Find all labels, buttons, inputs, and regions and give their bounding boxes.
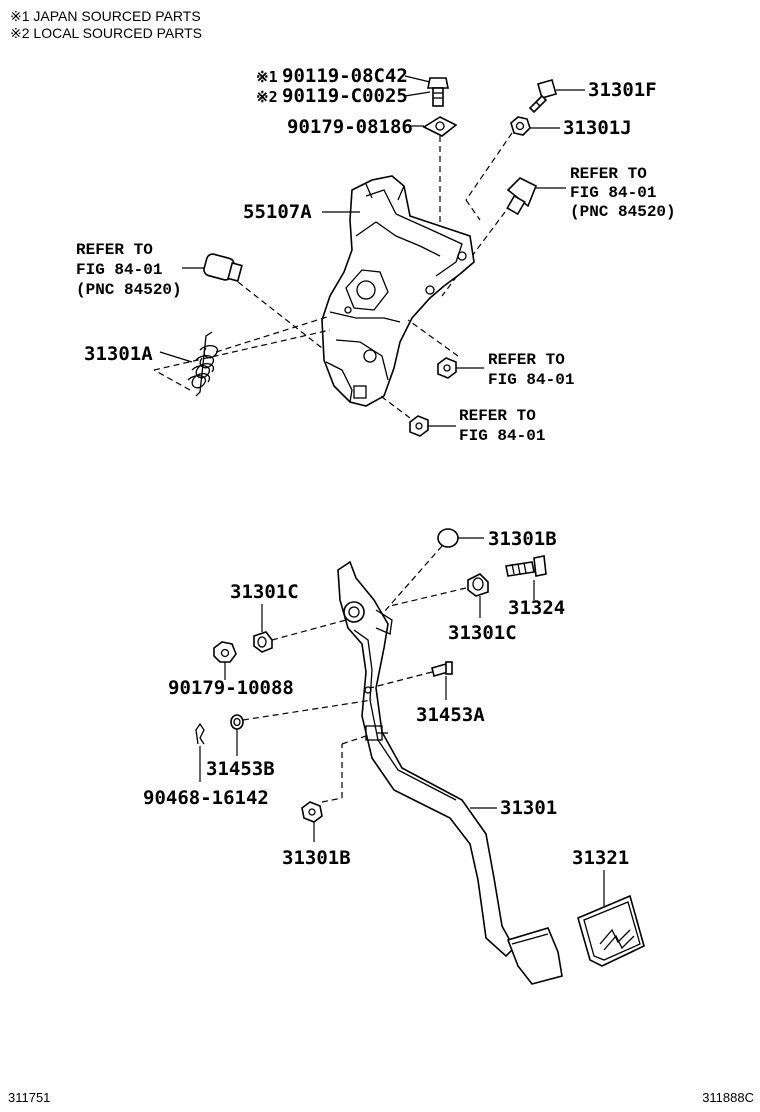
legend-note-japan: ※1 JAPAN SOURCED PARTS xyxy=(10,8,201,24)
bushing-right-drawing xyxy=(467,573,489,597)
refer-switch-left-line2: FIG 84-01 xyxy=(76,261,162,279)
label-bolt-japan-mark: ※1 xyxy=(256,68,278,86)
footer-right-code: 311888C xyxy=(702,1090,754,1105)
label-pedal-arm: 31301 xyxy=(500,797,557,819)
pin-31453a-drawing xyxy=(431,661,453,677)
label-spring: 31301A xyxy=(84,343,153,365)
label-pin-b: 31453B xyxy=(206,758,275,780)
dashed-nut-j-b xyxy=(465,199,481,221)
nut-refer-upper-drawing xyxy=(437,357,457,379)
nut-31301j-drawing xyxy=(510,116,531,136)
label-clip: 90468-16142 xyxy=(143,787,269,809)
dashed-spring-b xyxy=(153,369,191,391)
nut-plate-drawing xyxy=(422,116,458,137)
label-nut-j: 31301J xyxy=(563,117,632,139)
label-pedal-pad: 31321 xyxy=(572,847,629,869)
label-cushion-top: 31301B xyxy=(488,528,557,550)
dashed-cushion-bottom-c xyxy=(341,735,367,745)
label-nut-plate: 90179-08186 xyxy=(287,116,413,138)
bolt-90119-drawing xyxy=(427,77,449,107)
label-bolt-f: 31301F xyxy=(588,79,657,101)
leader-spring xyxy=(159,351,193,363)
dashed-spring-c xyxy=(153,329,331,371)
bolt-31324-drawing xyxy=(505,555,547,577)
label-cushion-bottom: 31301B xyxy=(282,847,351,869)
cushion-bottom-drawing xyxy=(301,801,323,823)
switch-left-drawing xyxy=(203,253,243,283)
footer-left-code: 311751 xyxy=(8,1090,51,1105)
clip-drawing xyxy=(195,722,205,745)
refer-switch-right-line2: FIG 84-01 xyxy=(570,184,656,202)
refer-switch-left-line1: REFER TO xyxy=(76,241,153,259)
label-pin-a: 31453A xyxy=(416,704,485,726)
refer-nut-lower-line1: REFER TO xyxy=(459,407,536,425)
leader-bolt-local xyxy=(404,91,431,97)
dashed-nut-refer-upper xyxy=(407,319,459,357)
pedal-pad-31321-drawing xyxy=(577,894,645,967)
dashed-cushion-top xyxy=(383,545,443,613)
label-bracket: 55107A xyxy=(243,201,312,223)
dashed-bushing-right xyxy=(389,587,467,607)
dashed-nut-refer-lower xyxy=(377,393,411,419)
nut-refer-lower-drawing xyxy=(409,415,429,437)
nut-90179-10088-drawing xyxy=(213,641,237,663)
legend-note-local: ※2 LOCAL SOURCED PARTS xyxy=(10,25,202,41)
leader-bolt-japan xyxy=(404,75,431,83)
label-bolt-31324: 31324 xyxy=(508,597,565,619)
dashed-bushing-left xyxy=(271,619,347,641)
refer-switch-left-line3: (PNC 84520) xyxy=(76,281,182,299)
cushion-top-drawing xyxy=(437,528,459,548)
bushing-left-drawing xyxy=(253,631,273,653)
spring-31301a-drawing xyxy=(187,331,219,397)
label-bushing-right: 31301C xyxy=(448,622,517,644)
refer-nut-upper-line1: REFER TO xyxy=(488,351,565,369)
refer-nut-lower-line2: FIG 84-01 xyxy=(459,427,545,445)
bolt-31301f-drawing xyxy=(528,79,557,114)
dashed-switch-left xyxy=(237,281,323,349)
refer-switch-right-line1: REFER TO xyxy=(570,165,647,183)
switch-right-drawing xyxy=(506,177,538,216)
dashed-nut-j-a xyxy=(465,132,513,201)
pedal-pad-on-arm-drawing xyxy=(506,927,563,985)
label-bolt-local-mark: ※2 xyxy=(256,88,278,106)
label-nut-pivot: 90179-10088 xyxy=(168,677,294,699)
pin-31453b-drawing xyxy=(230,714,244,730)
refer-switch-right-line3: (PNC 84520) xyxy=(570,203,676,221)
label-bolt-local: 90119-C0025 xyxy=(282,85,408,107)
refer-nut-upper-line2: FIG 84-01 xyxy=(488,371,574,389)
label-bushing-left: 31301C xyxy=(230,581,299,603)
bracket-55107a-drawing xyxy=(321,175,475,407)
dashed-pin-b xyxy=(242,699,373,721)
label-bolt-japan: 90119-08C42 xyxy=(282,65,408,87)
dashed-cushion-bottom-a xyxy=(321,797,343,803)
dashed-pin-a xyxy=(369,671,433,689)
